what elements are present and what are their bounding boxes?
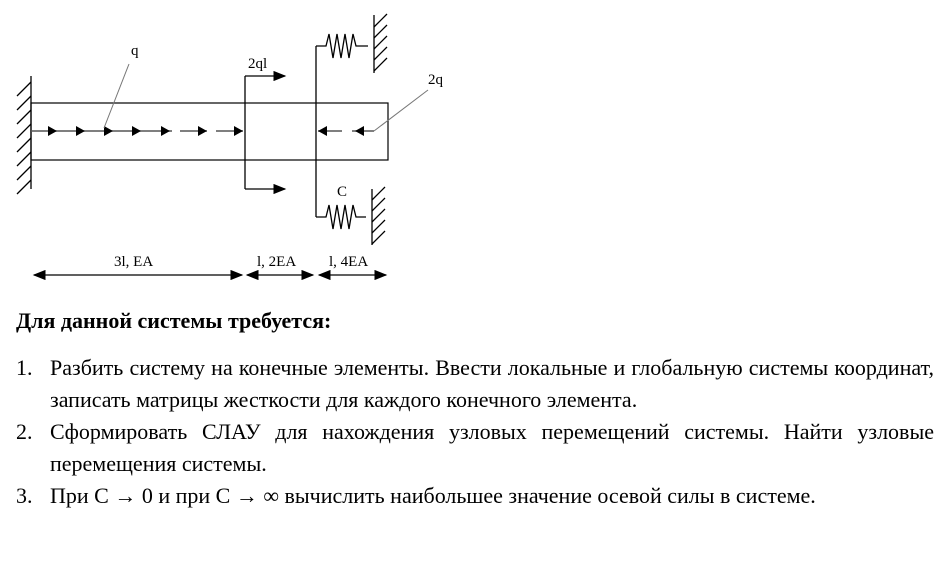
distributed-load-q <box>31 63 243 136</box>
task-item: 1. Разбить систему на конечные элементы. … <box>16 352 934 416</box>
label-q: q <box>131 43 139 59</box>
label-c: C <box>337 184 347 200</box>
tasks-list: 1. Разбить систему на конечные элементы. … <box>16 352 934 512</box>
label-segment-3: l, 4EA <box>329 254 368 270</box>
tasks-heading: Для данной системы требуется: <box>16 308 332 333</box>
bar-system-diagram: q 2ql 2q C 3l, EA l, 2EA l, 4EA <box>16 13 444 281</box>
task-text: При C → 0 и при C → ∞ вычислить наибольш… <box>50 483 816 508</box>
distributed-load-2q <box>318 89 429 136</box>
task-number: 2. <box>16 419 33 444</box>
task-text: Разбить систему на конечные элементы. Вв… <box>50 355 934 412</box>
task-text: Сформировать СЛАУ для нахождения узловых… <box>50 419 934 476</box>
label-2q: 2q <box>428 72 444 88</box>
task-number: 3. <box>16 483 33 508</box>
task-item: 3. При C → 0 и при C → ∞ вычислить наибол… <box>16 480 934 512</box>
task-number: 1. <box>16 355 33 380</box>
left-wall-support <box>16 76 32 195</box>
task-item: 2. Сформировать СЛАУ для нахождения узлов… <box>16 416 934 480</box>
label-segment-1: 3l, EA <box>114 254 153 270</box>
label-2ql: 2ql <box>248 56 267 72</box>
concentrated-force-2ql <box>244 70 287 195</box>
label-segment-2: l, 2EA <box>257 254 296 270</box>
spring-supports <box>315 13 388 245</box>
